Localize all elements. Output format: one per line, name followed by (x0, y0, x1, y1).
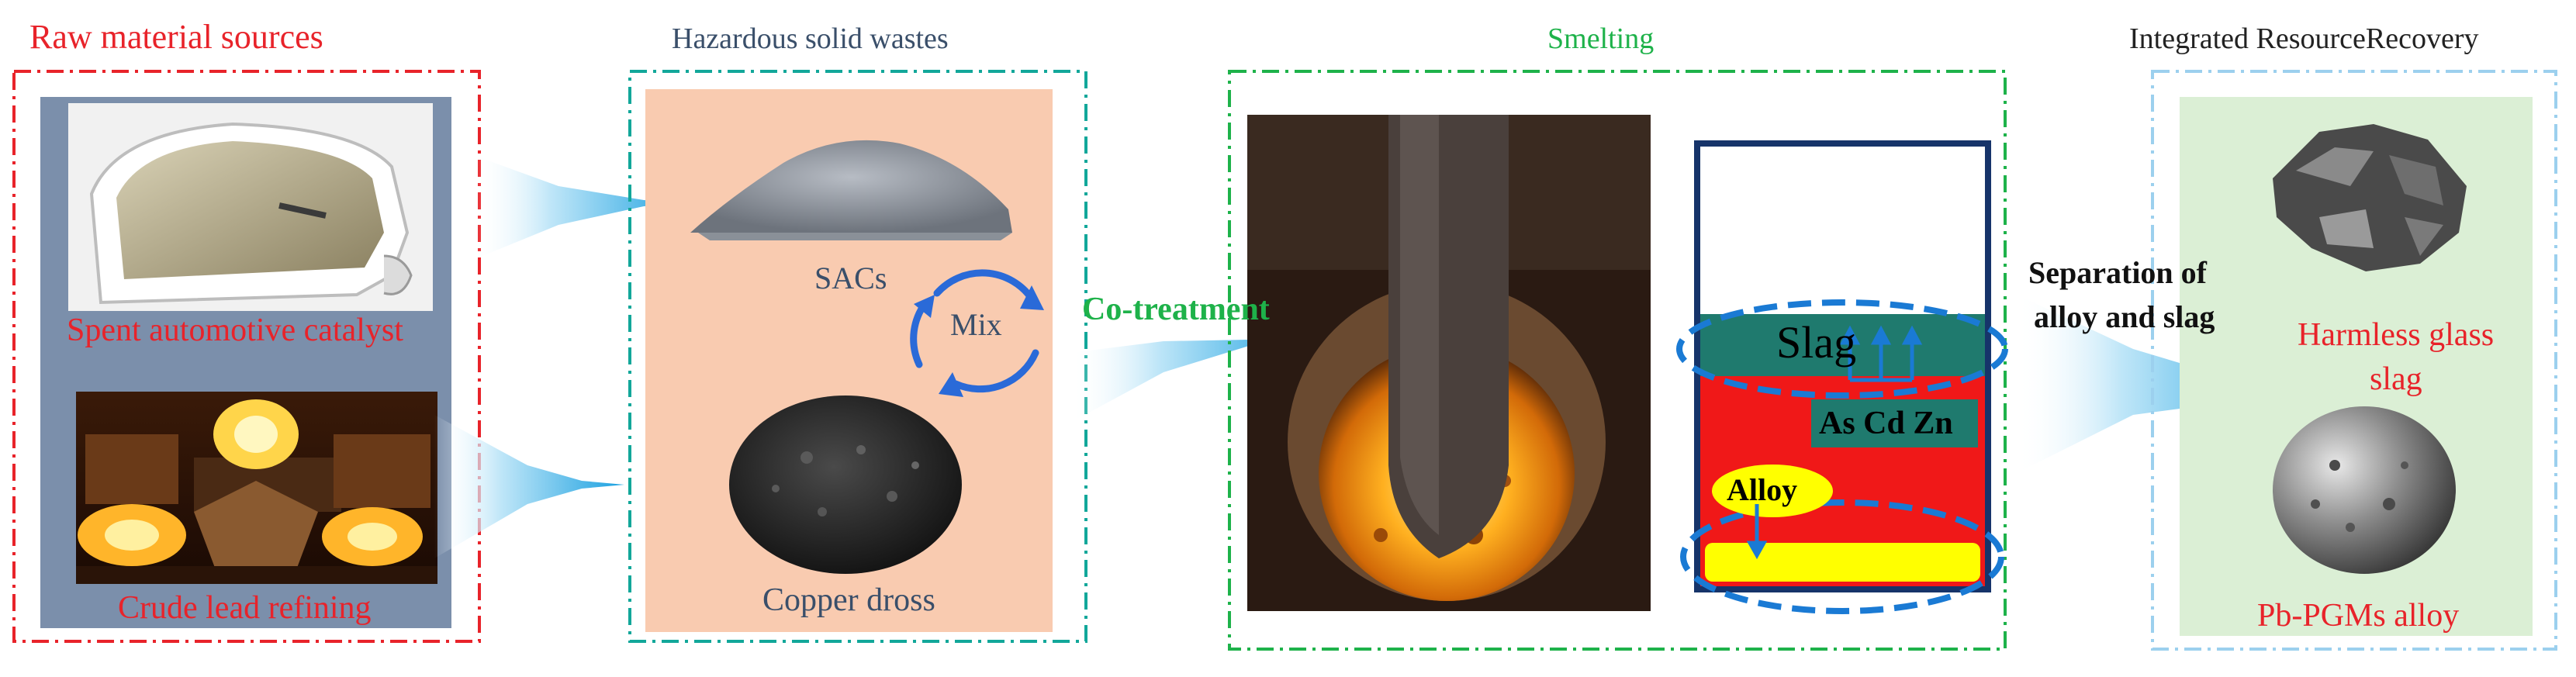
hazardous-waste-title: Hazardous solid wastes (672, 22, 949, 55)
crude-lead-label: Crude lead refining (118, 590, 372, 626)
pb-pgms-alloy-label: Pb-PGMs alloy (2257, 598, 2460, 634)
glass-slag-image (2273, 124, 2467, 271)
smelting-frame (1228, 70, 2007, 651)
separation-label-line1: Separation of (2028, 255, 2207, 290)
pb-pgms-alloy-image (2273, 406, 2456, 574)
slag-label: Slag (1776, 317, 1857, 368)
glass-slag-label-line2: slag (2370, 361, 2422, 397)
crucible-schematic (1694, 140, 1991, 592)
smelting-title: Smelting (1547, 22, 1655, 55)
mix-arrowheads (914, 285, 1044, 397)
raw-material-title: Raw material sources (29, 18, 323, 56)
raw-material-frame (12, 70, 481, 643)
spent-catalyst-photo (68, 103, 433, 311)
elements-label: As Cd Zn (1819, 406, 1953, 441)
lead-refining-photo (76, 392, 437, 584)
cotreatment-label: Co-treatment (1082, 292, 1270, 327)
alloy-label-bg (1712, 465, 1833, 517)
recovery-frame (2151, 70, 2557, 651)
separation-arrow (2017, 295, 2315, 473)
separation-ellipses (1676, 299, 2008, 614)
mix-label: Mix (950, 307, 1002, 342)
sacs-label: SACs (814, 261, 887, 295)
recovery-title: Integrated ResourceRecovery (2129, 22, 2479, 55)
copper-dross-label: Copper dross (762, 582, 935, 618)
furnace-photo (1247, 115, 1651, 611)
alloy-label: Alloy (1727, 472, 1798, 507)
alloy-down-arrow (1746, 504, 1768, 560)
separation-label-line2: alloy and slag (2034, 299, 2215, 334)
sacs-powder-image (690, 140, 1012, 240)
element-label-bg (1811, 399, 1978, 447)
glass-slag-label-line1: Harmless glass (2298, 317, 2495, 353)
cotreatment-arrow (1070, 340, 1319, 423)
rising-arrows (1839, 325, 1923, 382)
mix-cycle-arrows (910, 269, 1039, 393)
spent-catalyst-label: Spent automotive catalyst (67, 313, 403, 348)
flow-arrow-lead (434, 415, 624, 558)
copper-dross-image (729, 395, 962, 574)
flow-arrow-catalyst (473, 155, 694, 260)
